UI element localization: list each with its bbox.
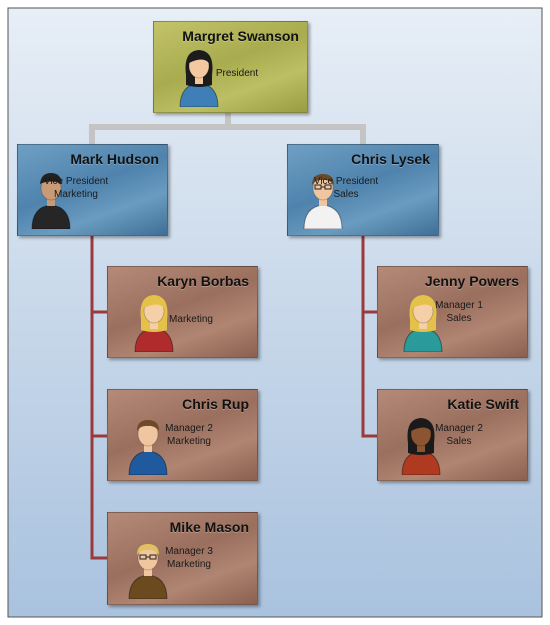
man-black-jacket-icon [29, 167, 73, 229]
title-line: Sales [446, 313, 472, 324]
title-line: President [215, 67, 259, 79]
title-line: Marketing [167, 559, 211, 570]
doctor-man-icon [301, 167, 345, 229]
title-line: Marketing [169, 313, 213, 325]
woman-blonde-teal-icon [401, 290, 445, 352]
title-line: Sales [333, 189, 359, 200]
woman-dark-hair-icon [177, 45, 221, 107]
man-blue-shirt-icon [126, 413, 170, 475]
person-title: Marketing [164, 313, 219, 326]
title-line: Manager 2 [165, 423, 213, 434]
title-line: Sales [446, 436, 472, 447]
person-title: Manager 2 Marketing [160, 422, 218, 448]
person-title: Manager 1 Sales [431, 299, 487, 325]
woman-dark-skin-icon [399, 413, 443, 475]
person-name: Jenny Powers [424, 273, 519, 289]
title-line: Marketing [167, 436, 211, 447]
title-line: Manager 1 [435, 300, 483, 311]
person-name: Chris Rup [182, 396, 249, 412]
person-name: Karyn Borbas [157, 273, 249, 289]
title-line: Manager 3 [165, 546, 213, 557]
man-glasses-brown-icon [126, 537, 170, 599]
person-title: Manager 3 Marketing [160, 545, 218, 571]
person-title: President [212, 67, 262, 80]
title-line: Manager 2 [435, 423, 483, 434]
person-name: Mark Hudson [70, 151, 159, 167]
person-name: Katie Swift [447, 396, 519, 412]
title-line: Vice President [43, 176, 109, 187]
person-name: Mike Mason [169, 519, 249, 535]
woman-blonde-icon [132, 290, 176, 352]
person-title: Manager 2 Sales [431, 422, 487, 448]
title-line: Marketing [54, 189, 98, 200]
person-name: Margret Swanson [182, 28, 299, 44]
person-name: Chris Lysek [351, 151, 430, 167]
title-line: Vice President [313, 176, 379, 187]
